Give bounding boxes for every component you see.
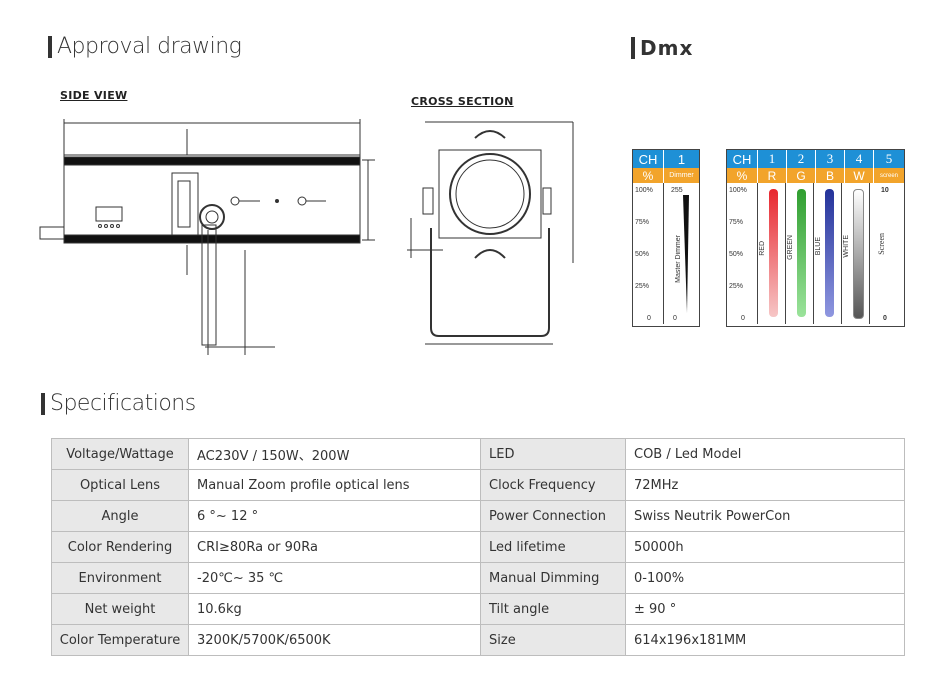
approval-heading-text: Approval drawing (57, 34, 242, 59)
spec-key: Voltage/Wattage (51, 438, 189, 470)
screen-label: Screen (877, 233, 886, 255)
spec-value: COB / Led Model (625, 438, 905, 470)
spec-key: Manual Dimming (480, 562, 626, 594)
dmx-y-label: 100% (729, 187, 747, 194)
dmx-bottom-value: 0 (673, 315, 677, 322)
dmx-heading: Dmx (631, 36, 693, 60)
approval-drawing-heading: Approval drawing (48, 34, 242, 59)
spec-key: Size (480, 624, 626, 656)
spec-key: Tilt angle (480, 593, 626, 625)
dmx-ch-label: CH (727, 150, 758, 168)
spec-value: AC230V / 150W、200W (188, 438, 481, 470)
cross-section-label: CROSS SECTION (411, 95, 514, 108)
heading-bar (41, 392, 45, 415)
dmx-y-label: 25% (635, 283, 650, 290)
table-row: Angle 6 °~ 12 ° Power Connection Swiss N… (51, 500, 905, 532)
table-row: Voltage/Wattage AC230V / 150W、200W LED C… (51, 438, 905, 470)
dmx-ch-number: 1 (677, 151, 686, 167)
blue-label: BLUE (815, 237, 822, 256)
specifications-heading-text: Specifications (50, 391, 196, 416)
dmx-y-label: 25% (729, 283, 744, 290)
table-row: Color Temperature 3200K/5700K/6500K Size… (51, 624, 905, 656)
spec-key: Color Rendering (51, 531, 189, 563)
dmx-pct-label: % (633, 168, 664, 183)
spec-key: Power Connection (480, 500, 626, 532)
dmx-y-label: 75% (729, 219, 744, 226)
dmx-channel-4: 4 (845, 150, 874, 168)
screen-bottom-value: 0 (883, 315, 887, 322)
dmx-y-label: 50% (635, 251, 650, 258)
table-row: Net weight 10.6kg Tilt angle ± 90 ° (51, 593, 905, 625)
spec-value: 50000h (625, 531, 905, 563)
side-view-label: SIDE VIEW (60, 89, 128, 102)
dmx-heading-text: Dmx (640, 36, 694, 60)
dmx-rgbw-chart: CH 1 2 3 4 5 % R G B W screen 100% 75% 5… (726, 149, 905, 327)
dmx-channel-3: 3 (816, 150, 845, 168)
blue-gradient-bar (825, 189, 834, 317)
green-label: GREEN (787, 235, 794, 260)
spec-value: Swiss Neutrik PowerCon (625, 500, 905, 532)
dmx-y-label: 50% (729, 251, 744, 258)
spec-value: -20℃~ 35 ℃ (188, 562, 481, 594)
dmx-letter-g: G (787, 168, 816, 183)
dmx-y-label: 100% (635, 187, 653, 194)
spec-value: 0-100% (625, 562, 905, 594)
white-gradient-bar (853, 189, 864, 319)
green-gradient-bar (797, 189, 806, 317)
spec-value: 6 °~ 12 ° (188, 500, 481, 532)
specifications-table: Voltage/Wattage AC230V / 150W、200W LED C… (51, 438, 905, 656)
dmx-y-label: 75% (635, 219, 650, 226)
spec-value: 10.6kg (188, 593, 481, 625)
dmx-y-label: 0 (741, 315, 745, 322)
cross-section-drawing (407, 121, 574, 345)
master-dimmer-label: Master Dimmer (675, 235, 682, 283)
spec-value: 72MHz (625, 469, 905, 501)
spec-key: Environment (51, 562, 189, 594)
side-view-drawing (39, 119, 375, 355)
spec-value: 3200K/5700K/6500K (188, 624, 481, 656)
dmx-letter-screen: screen (879, 172, 898, 179)
screen-top-value: 10 (881, 187, 889, 194)
spec-key: Angle (51, 500, 189, 532)
dmx-pct-dimmer: Dimmer (669, 172, 694, 179)
table-row: Environment -20℃~ 35 ℃ Manual Dimming 0-… (51, 562, 905, 594)
spec-key: Color Temperature (51, 624, 189, 656)
table-row: Color Rendering CRI≥80Ra or 90Ra Led lif… (51, 531, 905, 563)
dmx-letter-r: R (758, 168, 787, 183)
spec-value: CRI≥80Ra or 90Ra (188, 531, 481, 563)
spec-value: Manual Zoom profile optical lens (188, 469, 481, 501)
dmx-y-label: 0 (647, 315, 651, 322)
table-row: Optical Lens Manual Zoom profile optical… (51, 469, 905, 501)
spec-key: Clock Frequency (480, 469, 626, 501)
dimmer-wedge (683, 195, 689, 313)
dmx-top-value: 255 (671, 187, 683, 194)
dmx-channel-5: 5 (885, 151, 893, 166)
dmx-channel-2: 2 (787, 150, 816, 168)
white-label: WHITE (843, 235, 850, 258)
heading-bar (631, 37, 635, 59)
red-label: RED (759, 241, 766, 256)
spec-key: Net weight (51, 593, 189, 625)
dmx-pct-label: % (727, 168, 758, 183)
dmx-ch-label: CH (633, 150, 664, 168)
spec-key: LED (480, 438, 626, 470)
spec-value: ± 90 ° (625, 593, 905, 625)
dmx-channel-1: 1 (758, 150, 787, 168)
dmx-letter-b: B (816, 168, 845, 183)
dmx-dimmer-chart: CH 1 % Dimmer 100% 75% 50% 25% 0 255 0 M… (632, 149, 700, 327)
heading-bar (48, 35, 52, 58)
spec-key: Led lifetime (480, 531, 626, 563)
dmx-letter-w: W (845, 168, 874, 183)
specifications-heading: Specifications (41, 391, 196, 416)
red-gradient-bar (769, 189, 778, 317)
spec-value: 614x196x181MM (625, 624, 905, 656)
spec-key: Optical Lens (51, 469, 189, 501)
